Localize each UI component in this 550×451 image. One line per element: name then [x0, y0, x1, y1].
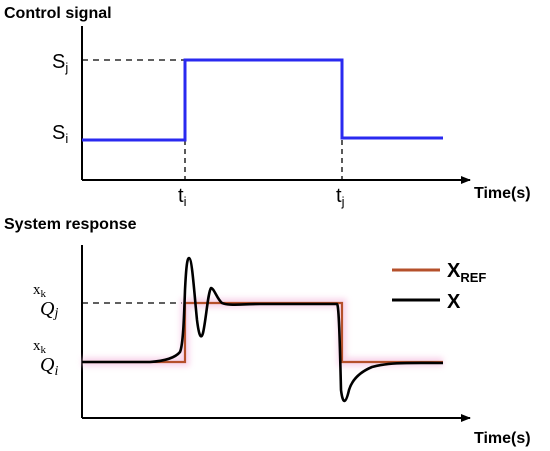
- si-label: Si: [52, 122, 68, 146]
- control-signal-panel: Control signal Time(s) Sj Si ti tj: [4, 5, 531, 209]
- qi-label: xk Qi: [33, 338, 58, 379]
- system-response-panel: System response Time(s) xk Qj xk Qi XREF…: [4, 216, 531, 447]
- svg-text:xk: xk: [33, 338, 47, 356]
- sj-label: Sj: [52, 51, 68, 75]
- control-signal-title: Control signal: [4, 5, 112, 22]
- qj-label: xk Qj: [33, 282, 58, 321]
- bottom-x-axis-label: Time(s): [474, 430, 531, 447]
- control-signal-line: [82, 58, 443, 142]
- tj-label: tj: [336, 185, 345, 209]
- svg-text:Qj: Qj: [40, 298, 58, 321]
- ti-label: ti: [178, 185, 187, 209]
- response-line: [82, 256, 444, 403]
- legend-response-label: X: [447, 291, 461, 313]
- top-x-axis-label: Time(s): [474, 185, 531, 202]
- svg-text:xk: xk: [33, 282, 47, 300]
- reference-line: [82, 301, 443, 364]
- legend-reference-label: XREF: [447, 260, 486, 285]
- reference-highlight: [82, 298, 443, 367]
- legend: XREF X: [392, 260, 486, 313]
- system-response-title: System response: [4, 216, 137, 233]
- svg-text:Qi: Qi: [40, 354, 58, 379]
